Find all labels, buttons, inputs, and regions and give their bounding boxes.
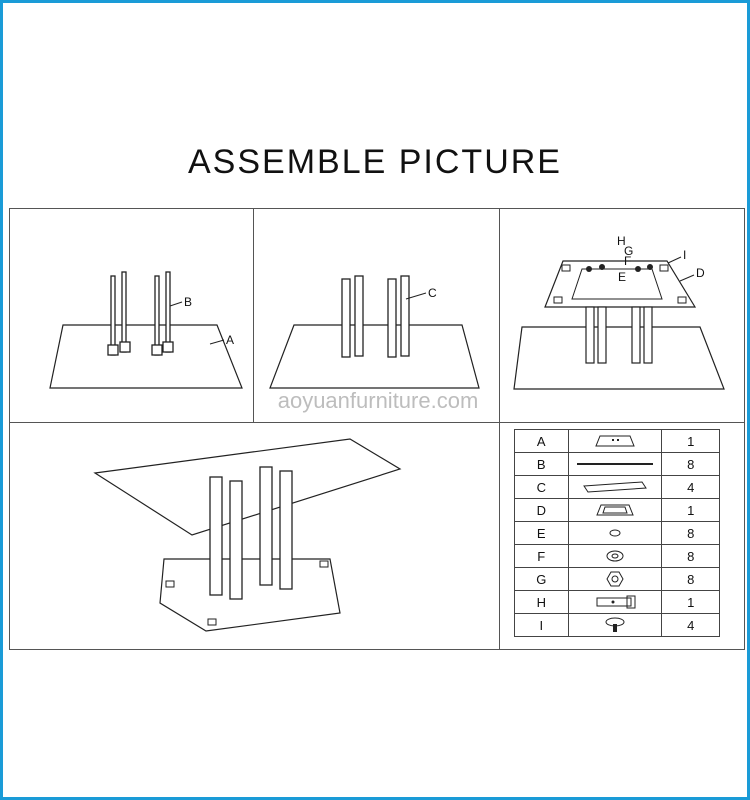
base-plate-shape (513, 326, 725, 390)
legs-group (341, 275, 410, 358)
label-f: F (624, 254, 631, 268)
part-qty: 1 (661, 590, 720, 614)
table-row: C 4 (514, 475, 720, 499)
leg-bar-icon (567, 475, 663, 499)
washer-small-icon (567, 521, 663, 545)
part-code: B (514, 452, 569, 476)
part-qty: 1 (661, 429, 720, 453)
watermark-text: aoyuanfurniture.com (277, 388, 479, 413)
table-row: F 8 (514, 544, 720, 568)
parts-table: A 1 B 8 C (514, 429, 720, 637)
rod-icon (567, 452, 663, 476)
table-top-shape (544, 260, 697, 308)
part-qty: 4 (661, 613, 720, 637)
suction-pads-group (165, 560, 329, 626)
step-4-panel (9, 422, 501, 650)
step-3-diagram: H G F E I D (513, 234, 725, 390)
plate-icon (567, 429, 663, 453)
table-row: I 4 (514, 613, 720, 637)
step-4-diagram (93, 438, 402, 632)
label-b: B (184, 295, 192, 309)
label-i: I (683, 248, 686, 262)
part-qty: 8 (661, 452, 720, 476)
legs-group (209, 466, 293, 600)
part-code: C (514, 475, 569, 499)
part-qty: 8 (661, 567, 720, 591)
parts-panel: A 1 B 8 C (499, 422, 745, 650)
label-h: H (617, 234, 626, 248)
part-code: H (514, 590, 569, 614)
part-code: E (514, 521, 569, 545)
nut-icon (567, 567, 663, 591)
label-g: G (624, 244, 633, 258)
table-row: B 8 (514, 452, 720, 476)
part-qty: 1 (661, 498, 720, 522)
rods-group (107, 271, 174, 356)
part-qty: 8 (661, 521, 720, 545)
label-c: C (428, 286, 437, 300)
base-plate-shape (49, 324, 243, 389)
table-top-shape (93, 438, 402, 536)
table-row: D 1 (514, 498, 720, 522)
part-code: F (514, 544, 569, 568)
washer-icon (567, 544, 663, 568)
suction-pads-group (553, 264, 687, 304)
table-row: A 1 (514, 429, 720, 453)
table-row: H 1 (514, 590, 720, 614)
bolts-group (586, 264, 653, 272)
suction-pad-icon (567, 613, 663, 637)
step-2-panel: C (253, 208, 501, 424)
legs-group (585, 306, 653, 364)
wrench-icon (567, 590, 663, 614)
step-1-panel: B A (9, 208, 255, 424)
base-plate-shape (159, 558, 341, 632)
label-d: D (696, 266, 705, 280)
part-qty: 4 (661, 475, 720, 499)
part-qty: 8 (661, 544, 720, 568)
base-plate-shape (269, 324, 480, 389)
label-a: A (226, 333, 234, 347)
table-row: G 8 (514, 567, 720, 591)
part-code: D (514, 498, 569, 522)
table-row: E 8 (514, 521, 720, 545)
page-title: ASSEMBLE PICTURE (188, 143, 562, 181)
step-3-panel: H G F E I D (499, 208, 745, 424)
bracket-icon (567, 498, 663, 522)
part-code: G (514, 567, 569, 591)
bracket-d-shape (571, 268, 663, 300)
label-e: E (618, 270, 626, 284)
part-code: A (514, 429, 569, 453)
step-2-diagram: C (269, 275, 480, 389)
step-1-diagram: B A (49, 271, 243, 389)
part-code: I (514, 613, 569, 637)
